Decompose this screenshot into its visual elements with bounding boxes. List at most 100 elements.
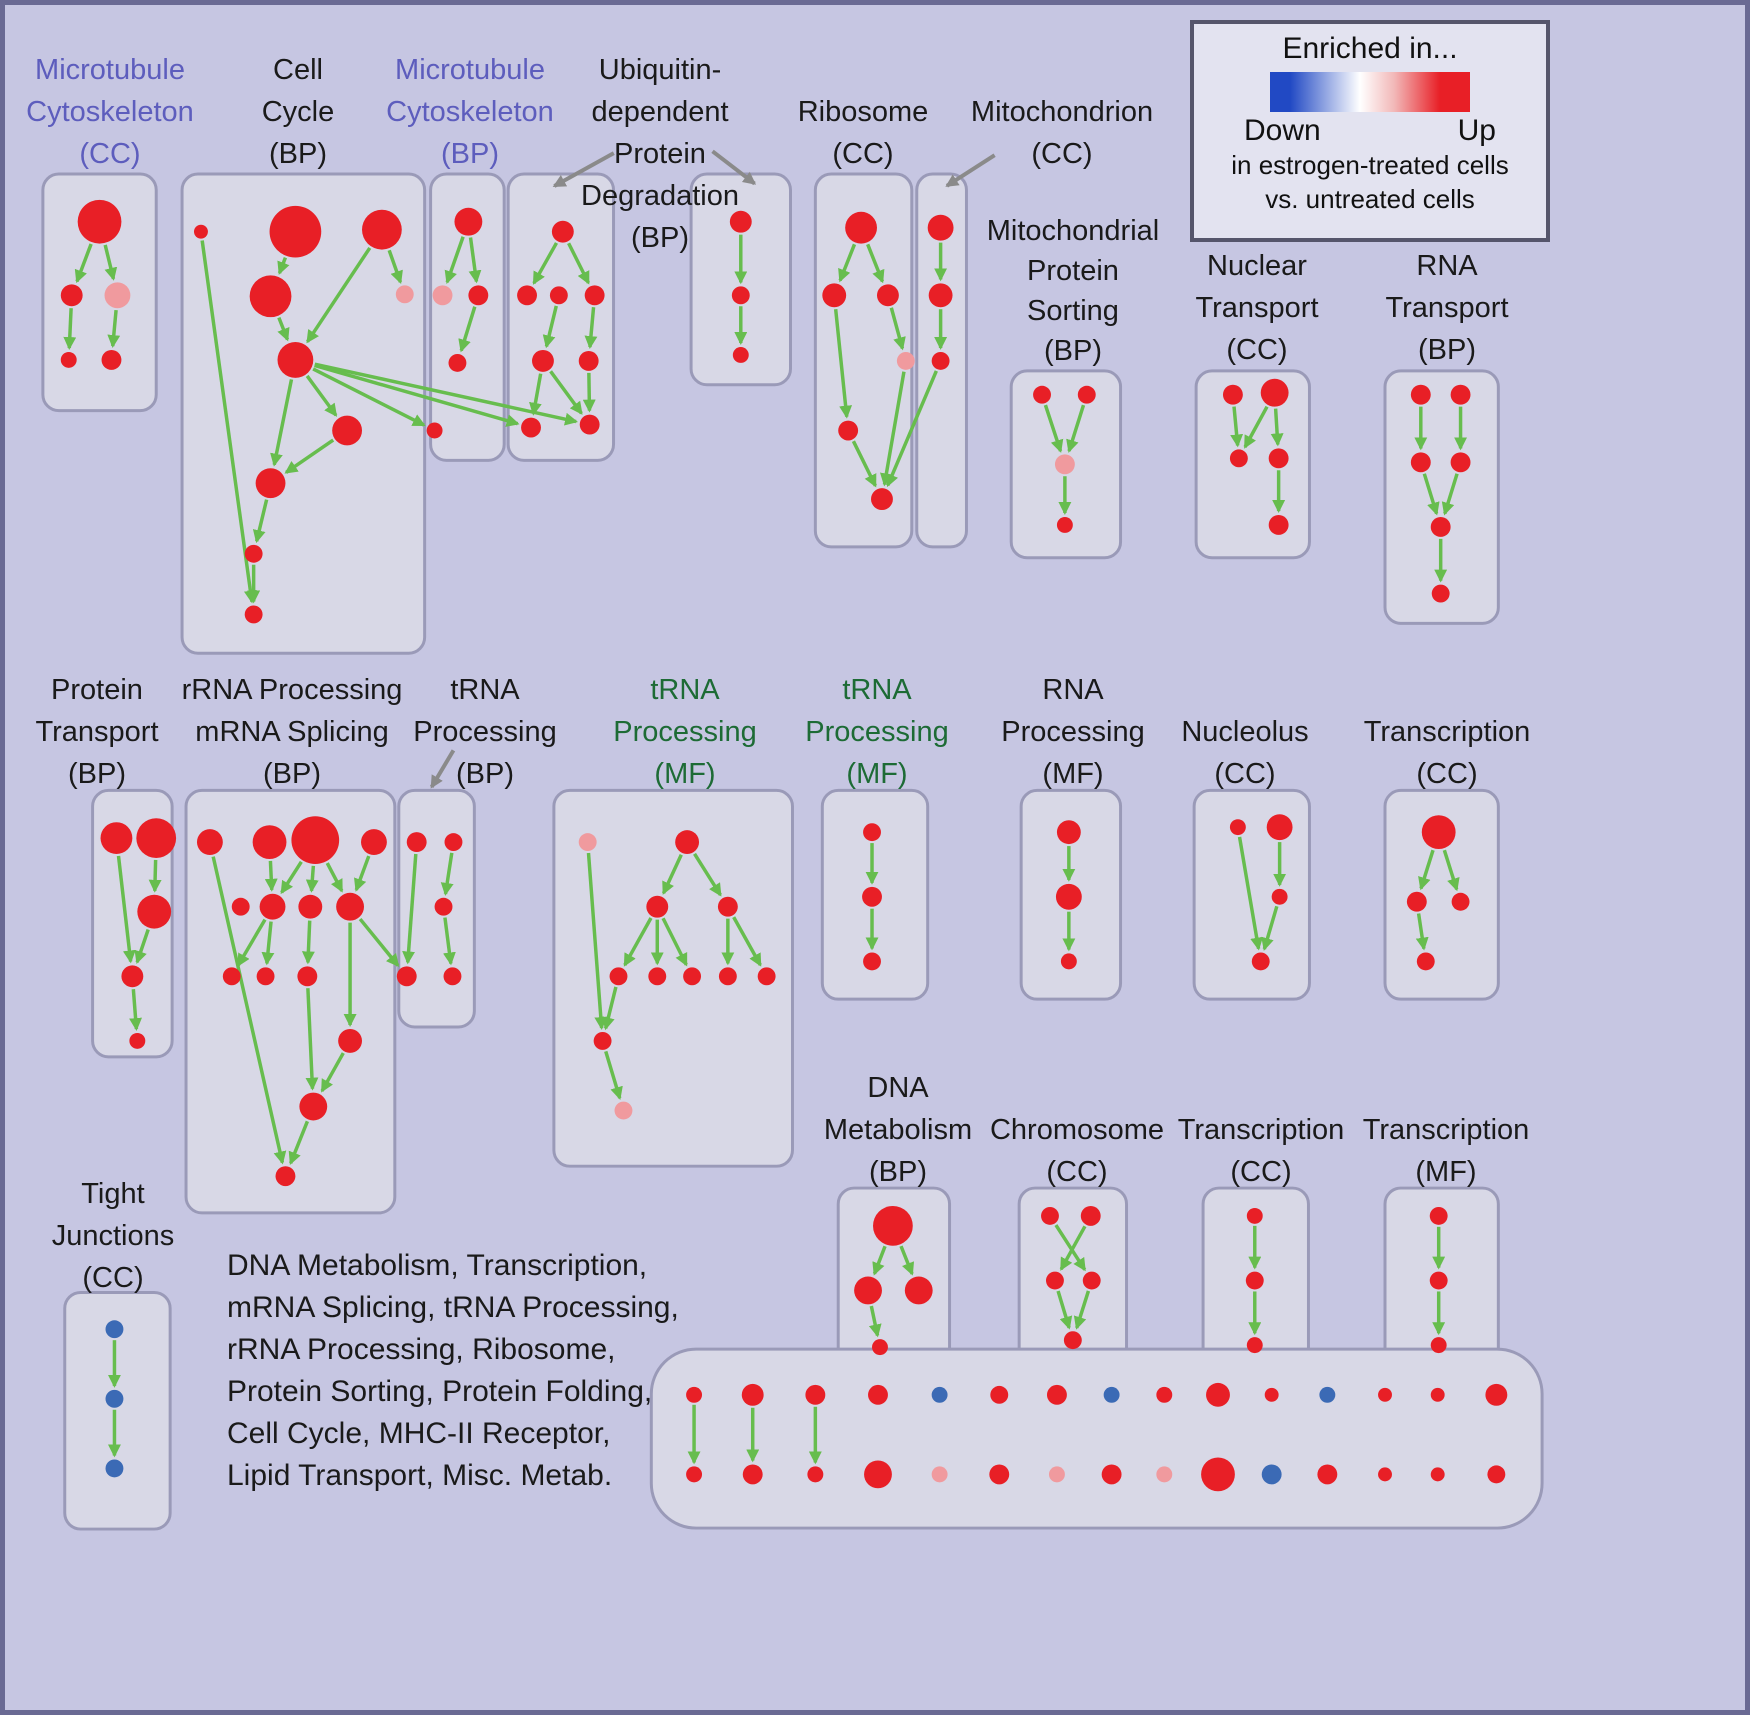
mixed-functions-strip-node-24 <box>1378 1387 1392 1402</box>
edge-arrow <box>1073 1290 1091 1330</box>
transcription-mf-node-0 <box>1429 1206 1448 1225</box>
edge-arrow <box>542 305 558 349</box>
cell-cycle-node-8 <box>244 544 263 563</box>
dna-metabolism-node-3 <box>872 1339 888 1356</box>
edge-arrow <box>899 1245 915 1276</box>
microtubule-cc-node-2 <box>104 282 131 309</box>
edge-arrow <box>711 149 757 186</box>
nucleolus-node-3 <box>1251 952 1270 971</box>
trna-processing-mf-a-node-5 <box>648 967 667 986</box>
rna-transport-node-4 <box>1430 516 1451 537</box>
mitochondrial-protein-sorting-node-2 <box>1054 454 1075 475</box>
nucleolus-node-2 <box>1271 888 1288 905</box>
edge-arrow <box>148 859 162 893</box>
tight-junctions-node-2 <box>105 1459 124 1478</box>
ubiquitin-degradation-b-node-1 <box>731 286 750 305</box>
mixed-functions-strip-node-14 <box>1103 1386 1120 1403</box>
edge-arrow <box>264 860 278 892</box>
mixed-functions-strip-node-0 <box>686 1386 703 1403</box>
edge-arrow <box>312 367 426 427</box>
edge-arrow <box>1418 849 1435 891</box>
ubiquitin-degradation-a-node-7 <box>579 414 600 435</box>
cell-cycle-node-3 <box>249 275 292 318</box>
mitochondrial-protein-sorting-node-1 <box>1077 385 1096 404</box>
edge-arrow <box>211 856 287 1165</box>
ubiquitin-degradation-b-node-2 <box>732 346 749 363</box>
miscellaneous-terms-note: DNA Metabolism, Transcription,mRNA Splic… <box>227 1249 679 1492</box>
chromosome-node-2 <box>1045 1271 1064 1290</box>
edge-arrow <box>107 309 121 348</box>
group-box-microtubule-bp <box>429 172 506 462</box>
edge-arrow <box>1059 1225 1087 1271</box>
mixed-functions-strip-node-9 <box>931 1466 948 1483</box>
trna-processing-bp-node-4 <box>443 967 462 986</box>
mixed-functions-strip-node-11 <box>989 1464 1010 1485</box>
protein-transport-node-0 <box>100 822 133 855</box>
mixed-functions-strip-node-19 <box>1201 1457 1235 1492</box>
edge-arrow <box>1237 836 1264 951</box>
rna-transport-node-1 <box>1450 384 1471 405</box>
trna-processing-mf-b-node-0 <box>863 823 881 842</box>
ubiquitin-degradation-a-node-2 <box>549 286 568 305</box>
rrna-processing-mrna-splicing-node-7 <box>336 892 364 921</box>
mixed-functions-strip-node-27 <box>1430 1467 1445 1482</box>
mixed-functions-strip-node-22 <box>1319 1386 1336 1403</box>
rna-transport-node-5 <box>1431 584 1450 603</box>
edge-arrow <box>1054 1224 1087 1272</box>
edge-arrow <box>549 370 583 415</box>
ubiquitin-degradation-a-node-0 <box>551 220 574 243</box>
nuclear-transport-node-1 <box>1260 378 1289 407</box>
nucleolus-node-0 <box>1229 819 1246 836</box>
mitochondrion-node-2 <box>931 351 950 370</box>
rrna-processing-mrna-splicing-node-11 <box>338 1028 363 1053</box>
edge-arrow <box>552 151 615 188</box>
edge-arrow <box>443 917 456 966</box>
edge-arrow <box>444 236 465 284</box>
edge-arrow <box>458 306 477 353</box>
microtubule-cc-node-3 <box>60 351 77 368</box>
group-box-tight-junctions <box>63 1290 172 1531</box>
microtubule-bp-node-0 <box>454 207 483 236</box>
edge-arrow <box>468 237 482 284</box>
cell-cycle-node-5 <box>277 342 314 378</box>
edge-arrow <box>387 249 403 284</box>
network-diagram <box>41 149 1544 1531</box>
legend: Enriched in... Down Up in estrogen-treat… <box>1190 20 1550 242</box>
mixed-functions-strip-node-12 <box>1046 1384 1067 1405</box>
rna-transport-node-3 <box>1450 452 1471 473</box>
transcription-mf-node-2 <box>1430 1337 1447 1354</box>
mixed-functions-strip-node-23 <box>1317 1464 1338 1485</box>
edge-arrow <box>602 986 618 1031</box>
transcription-cc-b-node-0 <box>1246 1207 1263 1224</box>
microtubule-bp-node-1 <box>432 285 453 306</box>
mixed-functions-strip-node-10 <box>990 1385 1009 1404</box>
edge-arrow <box>63 308 77 350</box>
edge-arrow <box>1066 404 1086 453</box>
edge-arrow <box>314 363 520 427</box>
rrna-processing-mrna-splicing-node-12 <box>299 1092 328 1121</box>
ribosome-node-2 <box>876 284 899 307</box>
edge-arrow <box>529 373 543 416</box>
label-transcription-cc-2: Transcription(CC) <box>1177 1114 1345 1188</box>
edge-arrow <box>604 1050 623 1100</box>
microtubule-bp-node-2 <box>468 285 489 306</box>
edge-arrow <box>429 749 456 789</box>
mixed-functions-strip-node-28 <box>1485 1383 1508 1406</box>
cell-cycle-node-4 <box>395 285 414 304</box>
cell-cycle-node-7 <box>255 468 286 499</box>
legend-subtitle-1: in estrogen-treated cells <box>1231 150 1509 180</box>
microtubule-cc-node-4 <box>101 349 122 370</box>
edge-arrow <box>277 316 290 342</box>
transcription-cc-b-node-1 <box>1245 1271 1264 1290</box>
group-box-rna-transport <box>1383 369 1500 625</box>
protein-transport-node-2 <box>137 894 172 929</box>
ubiquitin-degradation-a-node-1 <box>517 285 537 306</box>
